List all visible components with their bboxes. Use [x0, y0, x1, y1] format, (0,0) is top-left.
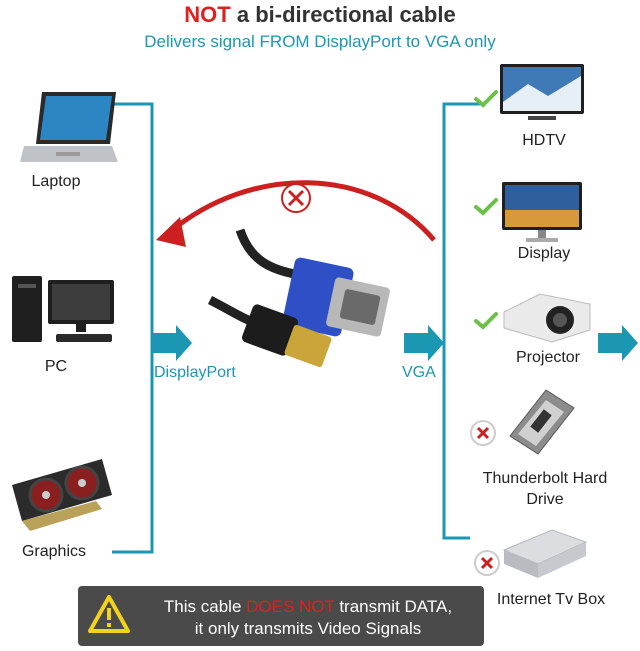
destination-label-display: Display — [517, 245, 571, 262]
warning-text: This cable DOES NOT transmit DATA, it on… — [138, 596, 478, 640]
source-bracket — [112, 102, 154, 554]
destination-label-tv-box: Internet Tv Box — [496, 591, 606, 608]
warning-banner — [78, 586, 484, 646]
x-mark-icon — [480, 556, 494, 570]
warning-line-1: This cable DOES NOT transmit DATA, — [138, 596, 478, 618]
port-label-displayport: DisplayPort — [154, 364, 236, 381]
title-emphasis: NOT — [184, 2, 231, 27]
port-label-vga: VGA — [402, 364, 436, 381]
displayport-connector — [284, 324, 332, 368]
check-icon — [474, 90, 498, 108]
reverse-arrowhead — [156, 217, 186, 247]
page-title: NOT a bi-directional cable — [0, 2, 640, 28]
laptop-icon — [20, 92, 118, 162]
check-icon — [474, 312, 498, 330]
graphics-card-icon — [12, 459, 112, 531]
x-mark-icon — [476, 426, 490, 440]
tv-icon — [500, 64, 584, 120]
warning-line-2: it only transmits Video Signals — [194, 619, 422, 638]
hard-drive-icon — [509, 389, 575, 455]
title-rest: a bi-directional cable — [230, 2, 456, 27]
reverse-arc — [168, 180, 436, 242]
monitor-icon — [502, 182, 582, 242]
displayport-arrow — [152, 325, 192, 361]
displayport-plug — [242, 304, 298, 356]
destination-label-hdtv: HDTV — [522, 132, 566, 149]
source-label-laptop: Laptop — [31, 173, 81, 190]
destination-label-hard-drive: Thunderbolt Hard Drive — [482, 470, 608, 508]
desktop-pc-icon — [12, 276, 114, 342]
page-subtitle: Delivers signal FROM DisplayPort to VGA … — [144, 32, 496, 51]
warning-emphasis: DOES NOT — [246, 597, 335, 616]
warning-line-1-post: transmit DATA, — [334, 597, 453, 616]
warning-line-1-pre: This cable — [163, 597, 247, 616]
warning-icon — [88, 595, 130, 633]
destination-label-projector: Projector — [515, 349, 581, 366]
output-arrow — [598, 325, 638, 361]
destination-bracket — [442, 102, 480, 540]
projector-icon — [503, 293, 591, 343]
tv-box-icon — [502, 529, 588, 578]
check-icon — [474, 198, 498, 216]
vga-arrow — [404, 325, 444, 361]
source-label-pc: PC — [44, 358, 68, 375]
vga-cable — [235, 228, 301, 280]
source-label-graphics: Graphics — [21, 543, 87, 560]
